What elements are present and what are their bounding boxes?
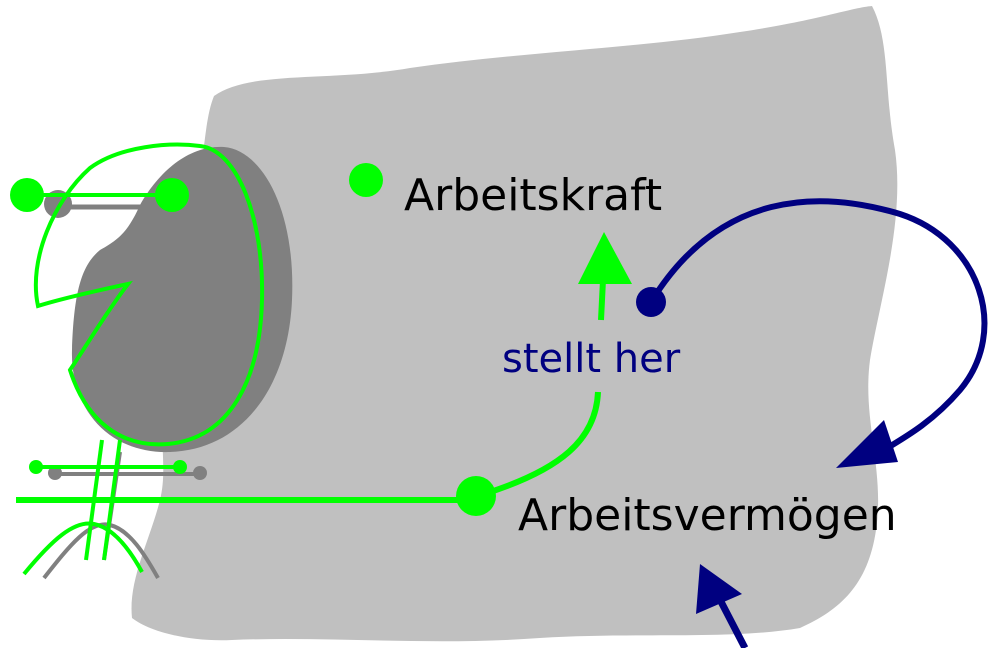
- grey-sheet: [131, 6, 898, 642]
- reflexive-arrowhead: [836, 420, 898, 468]
- label-stellt-her: stellt her: [502, 336, 681, 382]
- ear-node-right: [155, 178, 189, 212]
- head-outline: [33, 142, 265, 447]
- hand-right: [173, 460, 187, 474]
- hand-left: [29, 460, 43, 474]
- hand-shadow-left: [48, 466, 62, 480]
- label-arbeitsvermoegen: Arbeitsvermögen: [518, 490, 897, 541]
- input-arrowhead: [696, 564, 742, 614]
- label-arbeitskraft: Arbeitskraft: [404, 170, 662, 221]
- produces-arrow-shaft-upper: [598, 279, 606, 321]
- legs: [22, 521, 144, 576]
- concept-dot: [349, 163, 383, 197]
- head-shadow: [71, 146, 293, 453]
- ear-node-left: [10, 178, 44, 212]
- produces-arrowhead: [578, 232, 632, 284]
- produces-arrow-shaft-lower: [483, 391, 601, 497]
- work-node: [456, 476, 496, 516]
- reflexive-arrow-curve: [648, 198, 988, 459]
- reflexive-arrow-origin: [636, 287, 666, 317]
- hand-shadow-right: [193, 466, 207, 480]
